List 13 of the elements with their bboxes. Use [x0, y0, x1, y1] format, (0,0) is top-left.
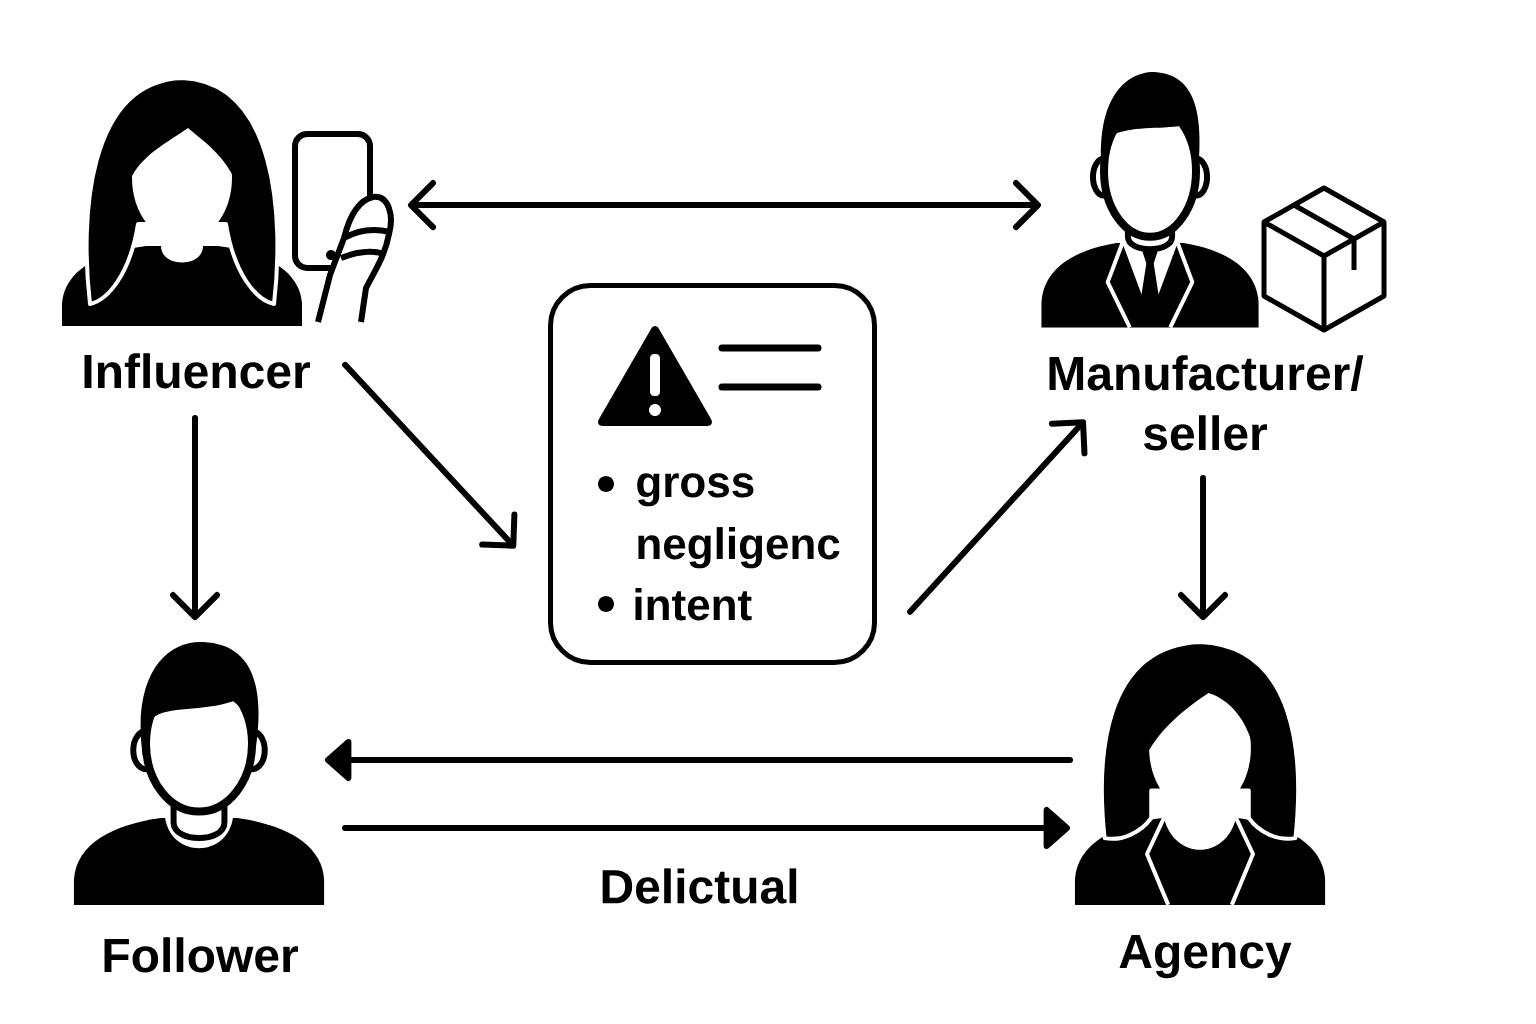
edge-label: Delictual — [597, 866, 802, 906]
arrow — [408, 180, 1041, 230]
list-text: intent — [635, 588, 752, 621]
person-label: Follower — [104, 937, 298, 973]
arrow — [342, 806, 1070, 850]
person-label: Agency — [1119, 935, 1292, 979]
arrow — [325, 738, 1073, 782]
person-label: Manufacturer/ seller — [1049, 355, 1364, 451]
arrow — [907, 419, 1088, 615]
arrow — [170, 415, 220, 620]
person-label: Influencer — [84, 353, 310, 389]
arrow — [1178, 475, 1228, 620]
arrow — [342, 361, 518, 549]
